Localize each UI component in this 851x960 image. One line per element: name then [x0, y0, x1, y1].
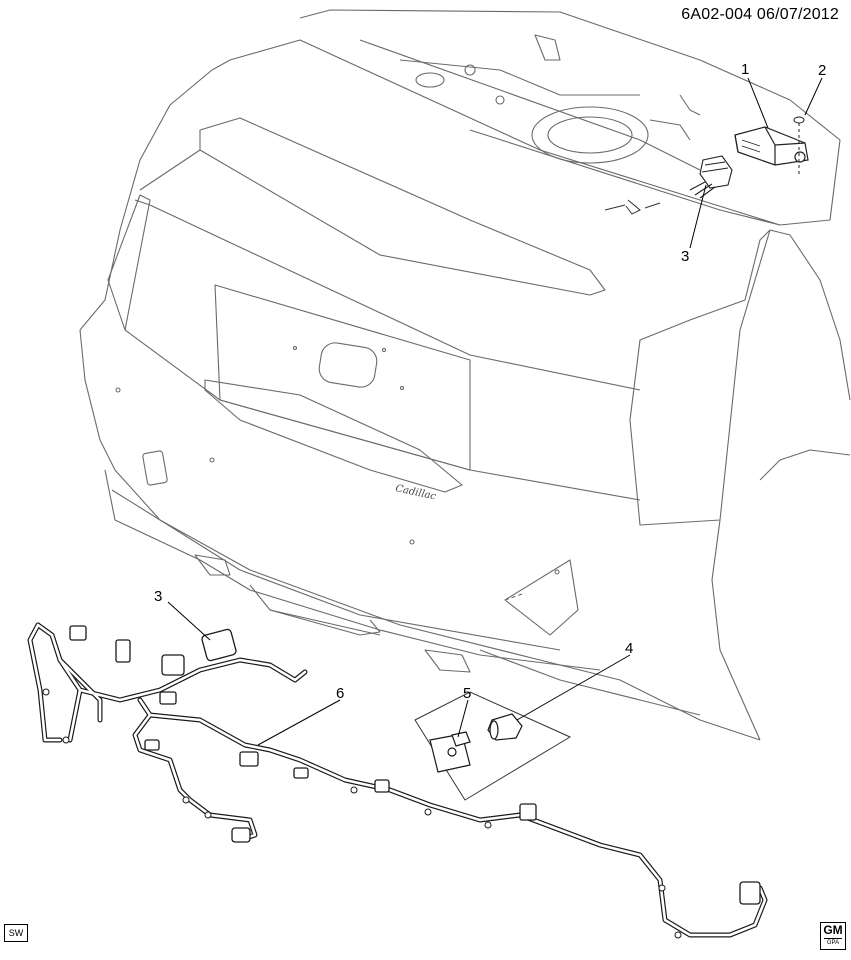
parking-assist-module — [734, 126, 809, 166]
vehicle-body — [79, 9, 851, 741]
gm-logo-text: GM — [823, 923, 843, 937]
callout-6: 6 — [336, 685, 344, 702]
gm-logo: GM GPA — [820, 922, 846, 950]
sensor-bezel — [429, 731, 471, 773]
rear-bumper-wiring-harness — [27, 622, 768, 938]
module-connector — [689, 155, 733, 199]
trunk-clip — [604, 199, 661, 215]
callout-1: 1 — [741, 61, 749, 78]
cadillac-script-badge: Cadillac — [394, 483, 437, 502]
sensor-exploded-frame — [414, 691, 572, 801]
callout-3-harness: 3 — [154, 588, 162, 605]
parking-sensor — [487, 713, 523, 741]
gm-logo-subtext: GPA — [824, 938, 842, 947]
module-bolt — [793, 116, 805, 175]
callout-3-top: 3 — [681, 248, 689, 265]
callout-leaders — [167, 77, 823, 746]
callout-4: 4 — [625, 640, 633, 657]
harness-connectors — [69, 625, 761, 905]
harness-inner — [28, 623, 767, 937]
sw-badge: SW — [4, 924, 28, 942]
callout-5: 5 — [463, 685, 471, 702]
diagram-reference-id: 6A02-004 06/07/2012 — [681, 6, 839, 23]
harness-clips — [42, 688, 682, 939]
callout-2: 2 — [818, 62, 826, 79]
